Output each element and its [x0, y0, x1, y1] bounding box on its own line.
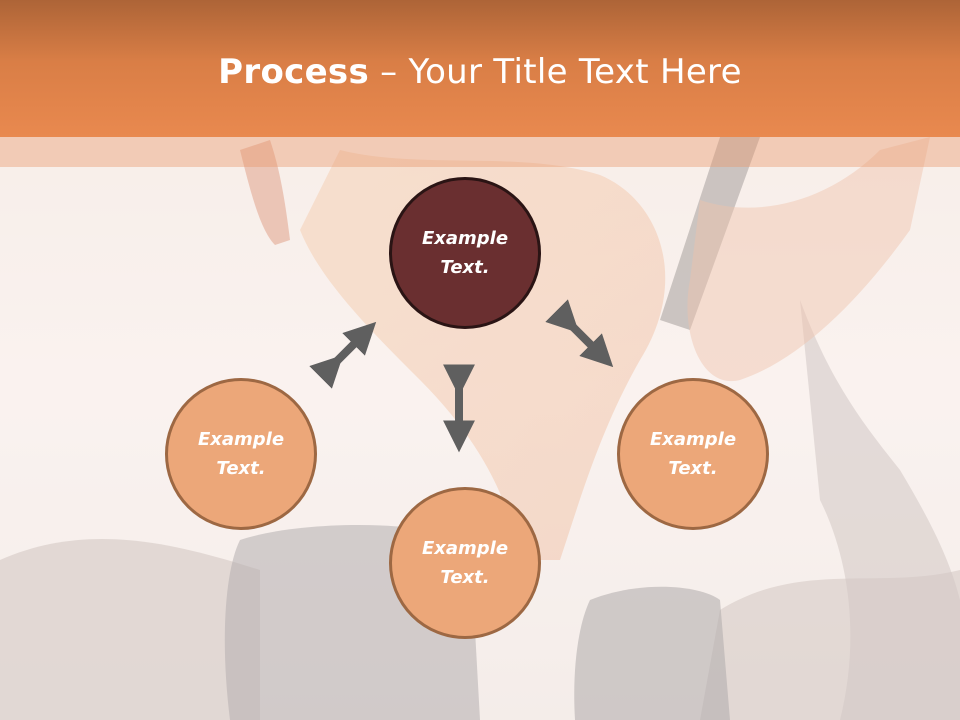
title-rest: – Your Title Text Here: [369, 52, 742, 92]
process-node-left: Example Text.: [165, 378, 317, 530]
process-node-bottom: Example Text.: [389, 487, 541, 639]
process-node-top: Example Text.: [389, 177, 541, 329]
node-label: Example Text.: [649, 429, 737, 479]
title-band: [0, 137, 960, 167]
process-node-right: Example Text.: [617, 378, 769, 530]
title-bar: [0, 0, 960, 137]
arrow-top-left: [309, 321, 377, 389]
node-label: Example Text.: [197, 429, 285, 479]
node-label: Example Text.: [421, 228, 509, 278]
node-label: Example Text.: [421, 538, 509, 588]
title-bold: Process: [218, 52, 370, 92]
arrow-top-right: [545, 299, 614, 368]
slide-title: Process – Your Title Text Here: [0, 52, 960, 92]
